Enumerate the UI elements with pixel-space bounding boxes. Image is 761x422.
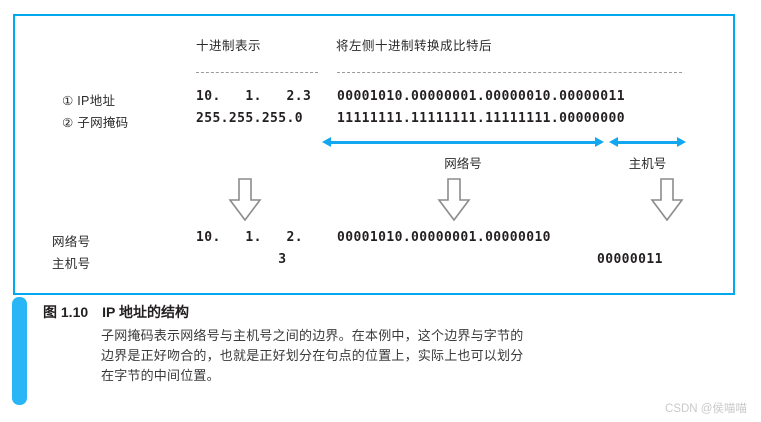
value-mask-decimal: 255.255.255.0 — [196, 111, 303, 126]
result-value-host-decimal: 3 — [196, 252, 287, 267]
arrow-head-right-icon — [595, 137, 604, 147]
caption-accent-bar — [12, 297, 27, 405]
column-header-binary: 将左侧十进制转换成比特后 — [336, 39, 493, 53]
dashed-rule-decimal — [196, 72, 318, 73]
dashed-rule-binary — [337, 72, 682, 73]
arrow-shaft — [329, 141, 597, 144]
down-arrow-host-icon — [650, 178, 684, 222]
row-label-ip-address: ① IP地址 — [62, 94, 116, 108]
watermark: CSDN @侯喵喵 — [665, 403, 747, 415]
segment-label-host-number: 主机号 — [628, 157, 667, 171]
caption-body: 子网掩码表示网络号与主机号之间的边界。在本例中，这个边界与字节的边界是正好吻合的… — [101, 328, 524, 383]
figure-caption: 图 1.10 IP 地址的结构 子网掩码表示网络号与主机号之间的边界。在本例中，… — [43, 302, 743, 386]
result-label-host-number: 主机号 — [52, 257, 91, 271]
column-header-decimal: 十进制表示 — [196, 39, 262, 53]
arrow-head-left-icon — [322, 137, 331, 147]
value-ip-decimal: 10. 1. 2.3 — [196, 89, 312, 104]
result-value-network-decimal: 10. 1. 2. — [196, 230, 303, 245]
row-label-subnet-mask: ② 子网掩码 — [62, 116, 129, 130]
arrow-shaft — [616, 141, 679, 144]
value-ip-binary: 00001010.00000001.00000010.00000011 — [337, 89, 625, 104]
arrow-head-left-icon — [609, 137, 618, 147]
arrow-head-right-icon — [677, 137, 686, 147]
value-mask-binary: 11111111.11111111.11111111.00000000 — [337, 111, 625, 126]
segment-label-network-number: 网络号 — [444, 157, 482, 171]
figure-diagram-box — [13, 14, 735, 295]
caption-number: 图 1.10 — [43, 304, 89, 320]
range-arrow-network-number — [322, 135, 604, 149]
result-label-network-number: 网络号 — [52, 235, 91, 249]
range-arrow-host-number — [609, 135, 686, 149]
result-value-network-binary: 00001010.00000001.00000010 — [337, 230, 551, 245]
caption-title: IP 地址的结构 — [102, 304, 190, 320]
caption-title-row: 图 1.10 IP 地址的结构 — [43, 302, 743, 322]
down-arrow-network-icon — [437, 178, 471, 222]
down-arrow-decimal-icon — [228, 178, 262, 222]
result-value-host-binary: 00000011 — [597, 252, 663, 267]
